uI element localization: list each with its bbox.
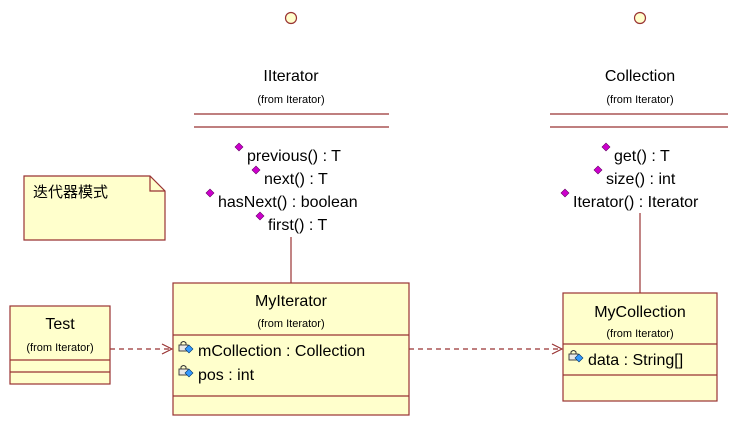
attribute-pos: pos : int: [198, 367, 255, 384]
mycollection-package: (from Iterator): [606, 328, 673, 340]
public-operation-icon: [255, 211, 265, 221]
myiterator-name: MyIterator: [255, 293, 328, 310]
interface-collection[interactable]: Collection (from Iterator) get() : T siz…: [550, 11, 728, 212]
interface-lollipop-icon: [284, 11, 298, 25]
interface-iiterator[interactable]: IIterator (from Iterator) previous() : T…: [194, 11, 389, 235]
public-operation-icon: [560, 188, 570, 198]
public-operation-icon: [251, 165, 261, 175]
operation-next: next() : T: [264, 171, 328, 188]
operation-get: get() : T: [614, 148, 670, 165]
operation-size: size() : int: [606, 171, 676, 188]
attribute-mcollection: mCollection : Collection: [198, 343, 365, 360]
test-name: Test: [45, 316, 75, 333]
public-operation-icon: [205, 188, 215, 198]
interface-lollipop-icon: [633, 11, 647, 25]
operation-hasnext: hasNext() : boolean: [218, 194, 358, 211]
myiterator-package: (from Iterator): [257, 318, 324, 330]
iiterator-package: (from Iterator): [257, 94, 324, 106]
collection-name: Collection: [605, 68, 675, 85]
operation-iterator: Iterator() : Iterator: [573, 194, 699, 211]
collection-package: (from Iterator): [606, 94, 673, 106]
attribute-data: data : String[]: [588, 352, 683, 369]
test-package: (from Iterator): [26, 342, 93, 354]
operation-first: first() : T: [268, 217, 327, 234]
note-text: 迭代器模式: [33, 183, 108, 201]
iiterator-name: IIterator: [263, 68, 319, 85]
public-operation-icon: [601, 142, 611, 152]
public-operation-icon: [593, 165, 603, 175]
mycollection-name: MyCollection: [594, 304, 686, 321]
class-myiterator[interactable]: MyIterator (from Iterator) mCollection :…: [172, 282, 410, 416]
class-mycollection[interactable]: MyCollection (from Iterator) data : Stri…: [562, 292, 718, 402]
class-test[interactable]: Test (from Iterator): [9, 305, 111, 385]
note[interactable]: 迭代器模式: [23, 175, 166, 241]
operation-previous: previous() : T: [247, 148, 341, 165]
public-operation-icon: [234, 142, 244, 152]
